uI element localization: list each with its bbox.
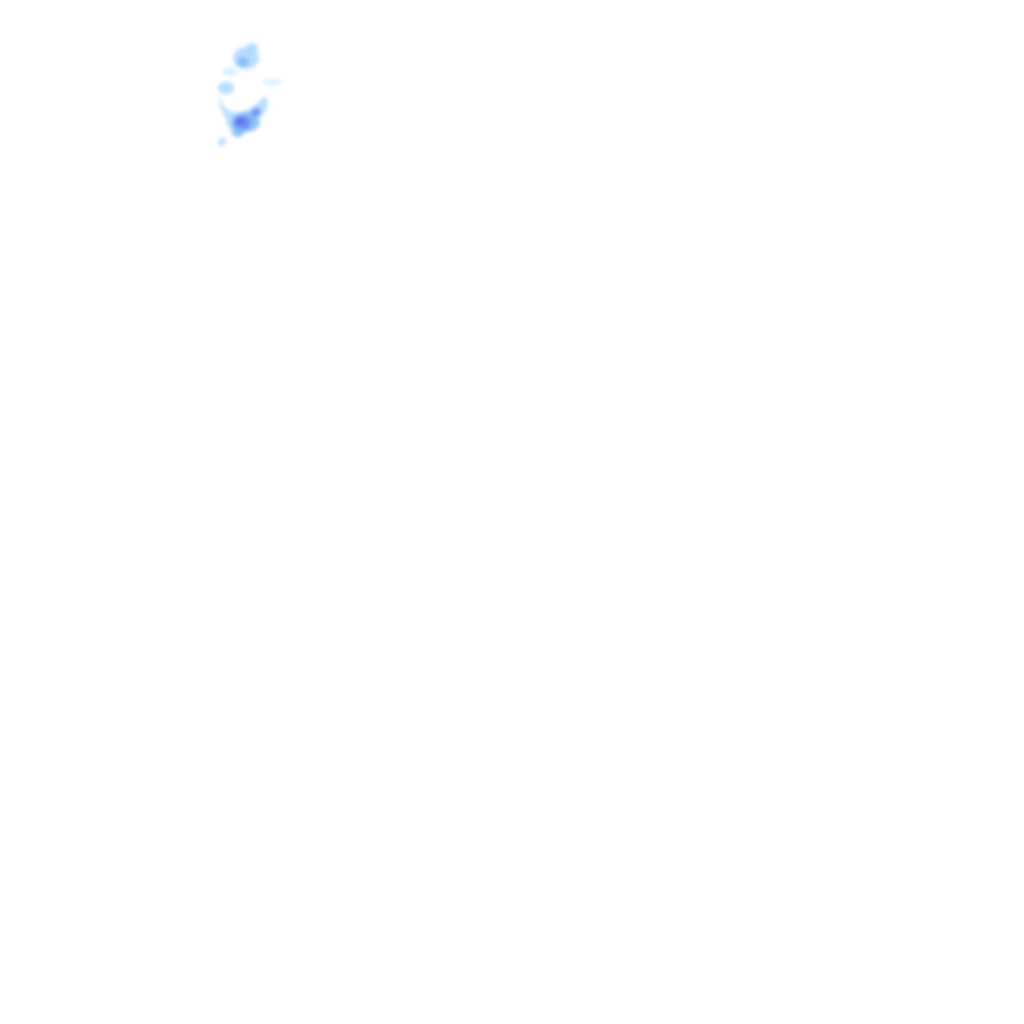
precipitation-echo-light: [218, 82, 234, 94]
precipitation-echo-light: [218, 138, 226, 146]
precipitation-echo-very-light: [222, 68, 238, 76]
precipitation-echo-moderate: [237, 57, 249, 67]
precipitation-echo-heavy: [251, 108, 261, 116]
precipitation-echo-moderate: [232, 127, 244, 137]
precipitation-echo-very-light: [262, 79, 282, 85]
precipitation-echo-very-heavy: [236, 118, 244, 124]
precipitation-echo-light: [246, 43, 258, 53]
precipitation-echo-layer: [218, 43, 282, 146]
